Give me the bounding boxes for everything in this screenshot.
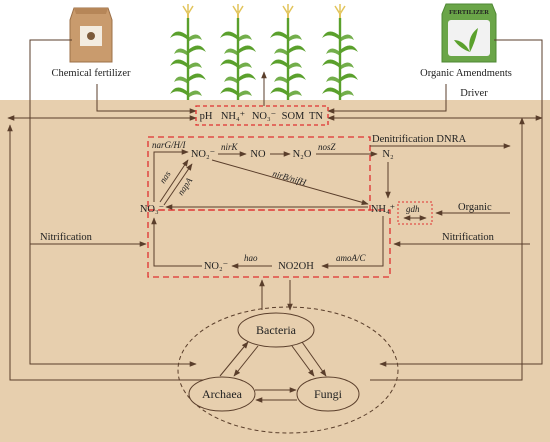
species-n2: N₂ [382,149,394,160]
organic-amendments-label: Organic Amendments [420,68,512,79]
gene-gdh: gdh [406,204,420,214]
arrow-microbes-to-drivers [370,117,525,381]
gene-narGHI: narG/H/I [152,140,187,150]
arrow-fungi-to-bacteria [301,341,327,377]
species-no2-bottom: NO₂⁻ [204,261,228,272]
maize-plants [170,4,358,100]
bacteria-node [237,312,315,348]
fertilizer-bag-icon [69,7,113,63]
fungi-node [296,376,360,412]
nitrification-right-label: Nitrification [442,232,495,243]
arrow-organic-to-microbes [379,39,543,367]
driver-ph: pH [200,111,213,122]
arrow-bacteria-to-archaea [233,345,259,377]
denitrification-dnra-label: Denitrification DNRA [372,134,467,145]
arrow-chemical-to-microbes [29,39,197,367]
arrow-chemical-to-drivers [96,84,197,114]
arrow-no3-to-no2-napA [163,163,193,206]
species-no3: NO₃⁻ [140,204,164,215]
n-cycle-box-bottom [147,209,391,278]
driver-nh4: NH₄⁺ [221,111,245,122]
arrow-bacteria-to-fungi [291,345,315,377]
maize-plant-icon [322,4,358,100]
archaea-label: Archaea [202,387,243,401]
archaea-node [188,376,256,412]
organic-label: Organic [458,202,492,213]
maize-plant-icon [170,4,206,100]
driver-label: Driver [460,88,488,99]
driver-som: SOM [282,111,305,122]
arrow-organic-to-drivers [327,84,447,114]
species-no2-top: NO₂⁻ [191,149,215,160]
arrow-no2-to-nh4 [211,159,369,205]
gene-hao: hao [244,253,258,263]
arrow-no3-to-no2 [153,149,189,202]
gene-nosZ: nosZ [318,142,337,152]
arrow-no3-to-no2-nas [159,159,189,203]
bacteria-label: Bacteria [256,323,297,337]
species-n2o: N₂O [293,149,312,160]
arrow-archaea-to-bacteria [219,341,249,377]
gene-amoAC: amoA/C [336,253,366,263]
arrow-nh4-to-nh2oh [321,216,384,269]
fungi-label: Fungi [314,387,343,401]
driver-no3: NO₃⁻ [252,111,276,122]
arrow-microbes-feedback-left [7,124,206,381]
microbial-community-boundary [177,306,399,434]
fertilizer-bag-text: FERTILIZER [449,9,489,16]
driver-list: pH NH₄⁺ NO₃⁻ SOM TN [200,111,324,122]
driver-box [195,105,329,126]
nitrification-left-label: Nitrification [40,232,93,243]
gdh-box [397,201,433,225]
maize-plant-icon [270,4,306,100]
chemical-fertilizer-label: Chemical fertilizer [51,68,131,79]
species-no: NO [250,149,266,160]
arrow-no2-to-no3 [151,217,202,267]
species-nh4: NH₄⁺ [371,204,395,215]
species-nh2oh: NO2OH [278,261,314,272]
soil-background [0,100,550,442]
gene-nirK: nirK [221,142,239,152]
organic-fertilizer-bag-icon [441,3,497,63]
driver-tn: TN [309,111,323,122]
maize-plant-icon [220,4,256,100]
